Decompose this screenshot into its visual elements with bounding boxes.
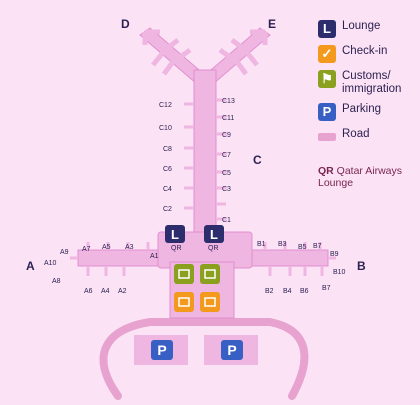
gate-label: B5	[298, 244, 307, 251]
c-gate-stubs	[184, 98, 226, 221]
ab-gate-stubs	[70, 242, 336, 276]
concourse-b-label: B	[357, 259, 366, 273]
qr-code: QR	[318, 165, 334, 177]
check-in-icon: ✓	[318, 45, 336, 63]
check-in-icon	[174, 292, 194, 312]
gate-label: A8	[52, 278, 61, 285]
qr-lounge-label: QR	[208, 245, 219, 252]
concourse-e-label: E	[268, 17, 276, 31]
gate-label: C6	[163, 166, 172, 173]
legend-item-lounge: L Lounge	[318, 20, 418, 42]
gate-label: C8	[163, 146, 172, 153]
legend-item-parking: P Parking	[318, 103, 418, 125]
gate-label: A5	[102, 244, 111, 251]
qr-description: Qatar Airways Lounge	[318, 165, 403, 189]
concourse-c-label: C	[253, 153, 262, 167]
qr-lounge-label: QR	[171, 245, 182, 252]
legend-item-checkin: ✓ Check-in	[318, 45, 418, 67]
customs-immigration-icon	[174, 264, 194, 284]
lounge-icon: L	[318, 20, 336, 38]
legend-label: Road	[342, 128, 370, 140]
e-arm-branches	[218, 29, 268, 76]
lounge-icon: L	[165, 225, 185, 243]
legend-label: Customs/ immigration	[342, 70, 402, 95]
gate-label: B1	[257, 241, 266, 248]
svg-text:P: P	[157, 342, 166, 358]
gate-label: C3	[222, 186, 231, 193]
svg-text:P: P	[227, 342, 236, 358]
gate-label: B6	[300, 288, 309, 295]
gate-label: C11	[222, 115, 234, 122]
gate-label: C13	[222, 98, 235, 105]
svg-text:L: L	[210, 227, 218, 242]
road-swatch	[318, 133, 336, 141]
gate-label: C2	[163, 206, 172, 213]
gate-label: A7	[82, 246, 91, 253]
parking-icon: P	[221, 340, 243, 360]
terminal-building	[77, 27, 329, 319]
qr-lounge-note: QR Qatar Airways Lounge	[318, 165, 420, 189]
gate-label: C5	[222, 170, 231, 177]
gate-label: A3	[125, 244, 134, 251]
legend-label: Lounge	[342, 20, 381, 32]
gate-label: A4	[101, 288, 110, 295]
concourse-a-label: A	[26, 259, 35, 273]
legend-label: Check-in	[342, 45, 388, 57]
gate-label: B10	[333, 269, 346, 276]
concourse-d-label: D	[121, 17, 130, 31]
svg-text:L: L	[171, 227, 179, 242]
map-legend: L Lounge ✓ Check-in ⚑ Customs/ immigrati…	[318, 20, 418, 153]
lounge-icon: L	[204, 225, 224, 243]
gate-label: A9	[60, 249, 69, 256]
gate-label: B7	[313, 243, 322, 250]
gate-label: C9	[222, 132, 231, 139]
gate-label: C10	[159, 125, 172, 132]
gate-label: C1	[222, 217, 231, 224]
road	[99, 318, 309, 400]
gate-label: B7	[322, 285, 331, 292]
gate-label: C7	[222, 152, 231, 159]
gate-label: A1	[150, 253, 159, 260]
gate-label: B4	[283, 288, 292, 295]
legend-item-road: Road	[318, 128, 418, 150]
gate-label: B9	[330, 251, 339, 258]
gate-label: B3	[278, 241, 287, 248]
gate-label: A2	[118, 288, 127, 295]
parking-icon: P	[318, 103, 336, 121]
check-in-icon	[200, 292, 220, 312]
customs-immigration-icon: ⚑	[318, 70, 336, 88]
gate-label: C4	[163, 186, 172, 193]
parking-icon: P	[151, 340, 173, 360]
gate-label: A10	[44, 260, 57, 267]
gate-label: B2	[265, 288, 274, 295]
d-arm-branches	[142, 29, 192, 76]
gate-label: A6	[84, 288, 93, 295]
legend-item-customs: ⚑ Customs/ immigration	[318, 70, 418, 100]
customs-immigration-icon	[200, 264, 220, 284]
legend-label: Parking	[342, 103, 381, 115]
gate-label: C12	[159, 102, 172, 109]
